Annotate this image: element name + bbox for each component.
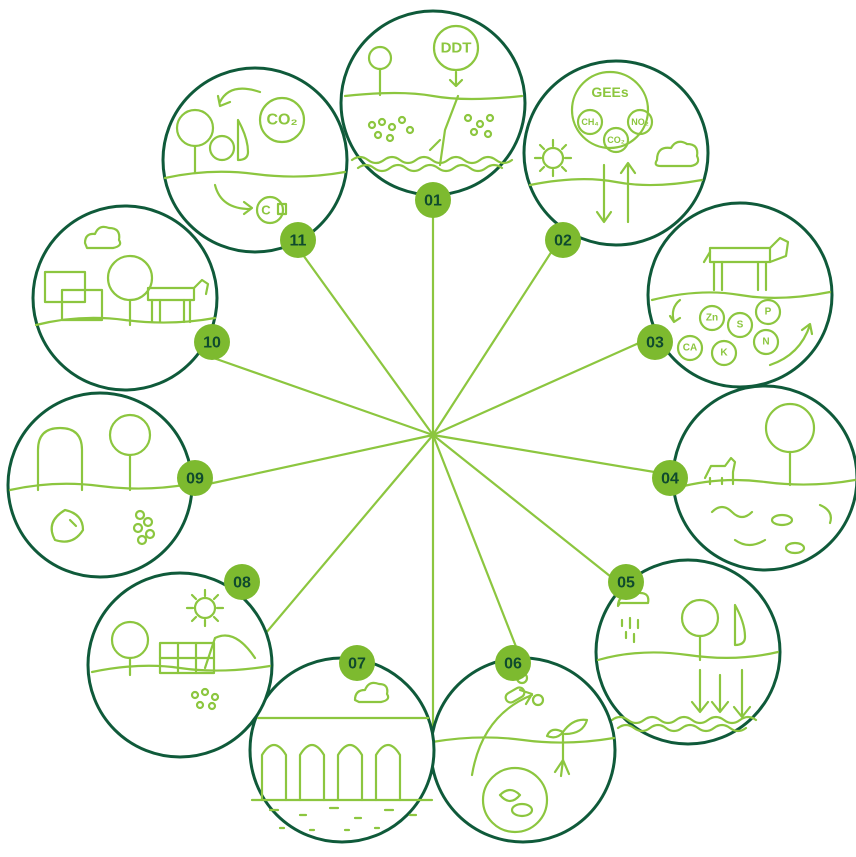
circle-03: Zn S P CA K N — [646, 201, 834, 389]
bacteria-icon — [770, 513, 794, 527]
badge-04: 04 — [652, 460, 688, 496]
solar-panel-icon — [158, 641, 216, 675]
ca-label: CA — [683, 343, 697, 354]
cow-icon — [702, 236, 790, 292]
badge-06-label: 06 — [504, 656, 522, 673]
zn-label: Zn — [706, 313, 718, 324]
sun-icon — [533, 138, 573, 178]
k-label: K — [720, 348, 728, 359]
ray-05 — [432, 434, 641, 601]
badge-07-label: 07 — [348, 656, 366, 673]
badge-10: 10 — [194, 324, 230, 360]
ch4-label: CH₄ — [581, 117, 598, 127]
co2-small-label: CO₂ — [607, 135, 625, 145]
circle-05 — [594, 558, 782, 746]
ray-02 — [432, 219, 573, 436]
circle-02: GEEs CH₄ CO₂ NO₂ — [522, 59, 710, 247]
badge-03-label: 03 — [646, 335, 664, 352]
ddt-label: DDT — [441, 40, 472, 57]
badge-03: 03 — [637, 324, 673, 360]
gees-label: GEEs — [591, 84, 629, 100]
co2-big-label: CO₂ — [266, 112, 297, 129]
circle-07 — [248, 656, 436, 844]
badge-01: 01 — [415, 182, 451, 218]
badge-02: 02 — [545, 222, 581, 258]
badge-02-label: 02 — [554, 233, 572, 250]
badge-07: 07 — [339, 645, 375, 681]
badge-08-label: 08 — [233, 575, 251, 592]
circle-09 — [6, 391, 194, 579]
radial-lines — [189, 195, 691, 760]
rain-icon — [620, 616, 640, 644]
cloud-icon — [353, 681, 390, 704]
ray-03 — [432, 328, 669, 437]
seedling-icon — [545, 718, 589, 762]
no2-label: NO₂ — [631, 117, 649, 127]
ray-11 — [284, 229, 434, 436]
cloud-icon — [654, 140, 700, 168]
s-label: S — [737, 320, 744, 331]
badge-11: 11 — [280, 222, 316, 258]
ray-04 — [432, 433, 691, 480]
arch-icon — [260, 743, 402, 802]
pill-icon — [504, 686, 526, 704]
badge-09: 09 — [177, 460, 213, 496]
badge-06: 06 — [495, 645, 531, 681]
badge-11-label: 11 — [290, 233, 307, 250]
number-badges: 01 02 03 04 05 06 07 08 09 10 11 — [177, 182, 688, 681]
c-label: C — [261, 203, 271, 218]
soil-particles-icon — [367, 113, 495, 143]
cloud-icon — [83, 225, 122, 250]
worm-icon — [710, 505, 754, 519]
sun-icon — [185, 588, 225, 628]
ray-09 — [189, 433, 434, 490]
dog-icon — [703, 456, 737, 486]
circle-10 — [31, 204, 219, 392]
ray-08 — [259, 434, 434, 641]
arrow-icon — [448, 70, 464, 88]
badge-05-label: 05 — [617, 575, 635, 592]
circle-04 — [671, 384, 856, 572]
badge-08: 08 — [224, 564, 260, 600]
badge-01-label: 01 — [424, 193, 442, 210]
circle-11: CO₂ C — [161, 66, 349, 254]
badge-09-label: 09 — [186, 471, 204, 488]
badge-04-label: 04 — [661, 471, 679, 488]
ray-10 — [204, 353, 434, 437]
circle-06 — [429, 656, 617, 844]
cow-icon — [146, 278, 210, 324]
hay-bale-icon — [43, 270, 104, 322]
greenhouse-icon — [36, 426, 84, 492]
p-label: P — [765, 307, 772, 318]
n-label: N — [762, 337, 769, 348]
circle-08 — [86, 571, 274, 759]
ray-06 — [431, 434, 524, 663]
circle-01: DDT — [339, 9, 527, 197]
badge-05: 05 — [608, 564, 644, 600]
badge-10-label: 10 — [203, 335, 221, 352]
